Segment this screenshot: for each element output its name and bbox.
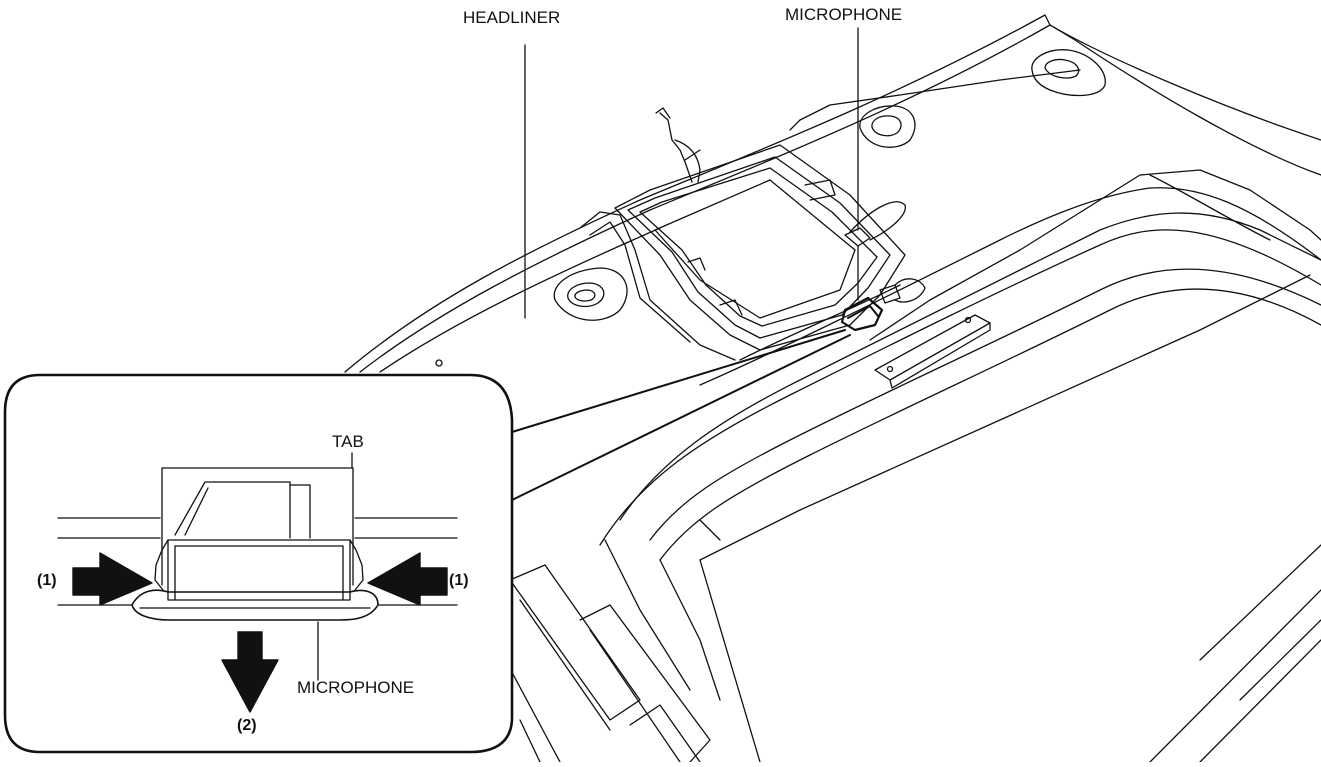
step-1-label-right: (1) xyxy=(449,572,469,589)
step-1-label-left: (1) xyxy=(37,572,57,589)
lower-structures xyxy=(499,519,721,763)
tab-label: TAB xyxy=(332,432,364,451)
wire-harness-top xyxy=(655,107,701,183)
push-arrow-left-icon xyxy=(72,552,153,606)
detail-tab-indicators xyxy=(161,452,354,586)
pull-arrow-down-icon xyxy=(221,631,279,713)
headliner-hole xyxy=(435,359,443,367)
roof-rail-bar xyxy=(874,314,991,389)
grip-recess-middle xyxy=(859,105,916,148)
sunroof-opening xyxy=(599,169,1321,763)
leader-lines xyxy=(511,27,859,501)
grip-recess-right xyxy=(1031,49,1106,97)
microphone-installed xyxy=(840,201,926,332)
grip-recess-left xyxy=(553,267,628,321)
step-2-label: (2) xyxy=(237,717,257,734)
headliner-outline xyxy=(344,14,1321,373)
microphone-label-top: MICROPHONE xyxy=(785,5,903,24)
headliner-ridges xyxy=(579,69,1081,361)
microphone-label-detail: MICROPHONE xyxy=(297,678,415,697)
detail-microphone-body xyxy=(154,481,364,601)
detail-callout-bubble xyxy=(3,373,514,754)
headliner-label: HEADLINER xyxy=(463,8,561,27)
push-arrow-right-icon xyxy=(367,552,448,606)
console-frame xyxy=(614,144,906,351)
detail-headliner-lines xyxy=(57,517,458,606)
detail-microphone-bezel xyxy=(131,589,379,621)
